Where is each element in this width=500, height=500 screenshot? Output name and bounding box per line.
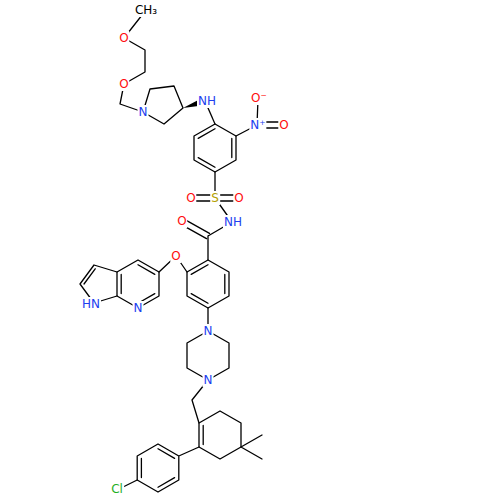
piperazine-ring [187, 308, 229, 380]
atom-label: O⁻ [250, 91, 268, 105]
aromatic-double-bonds [191, 265, 225, 303]
atom-label: O [176, 214, 187, 228]
atom-label: HN [81, 297, 101, 311]
atom-label: N⁺ [249, 118, 266, 132]
atom-label: O [170, 249, 181, 263]
nitrophenyl-ring [194, 124, 236, 172]
chlorophenyl-ring [137, 444, 199, 492]
atom-label: O [118, 77, 129, 91]
atom-label: Cl [110, 482, 124, 496]
atom-label: N [133, 301, 144, 315]
chain-bonds [120, 10, 146, 112]
atom-label: O [185, 191, 196, 205]
methyl-bonds [241, 435, 262, 459]
atom-label: O [278, 118, 289, 132]
atom-label: N [138, 105, 149, 119]
benzamide-ring [187, 260, 229, 308]
aromatic-double-bonds [121, 265, 155, 303]
atom-label: CH₃ [134, 3, 158, 17]
atom-label: N [203, 373, 214, 387]
atom-label: N [203, 324, 214, 338]
atom-label: S [210, 191, 220, 205]
atom-label: NH [223, 215, 243, 229]
atom-label: O [233, 191, 244, 205]
atom-label: O [118, 31, 129, 45]
cyclohexene-ring [199, 411, 241, 459]
pyrrolidine-ring [143, 86, 183, 124]
aromatic-double-bonds [198, 129, 232, 167]
atom-label: NH [197, 94, 217, 108]
